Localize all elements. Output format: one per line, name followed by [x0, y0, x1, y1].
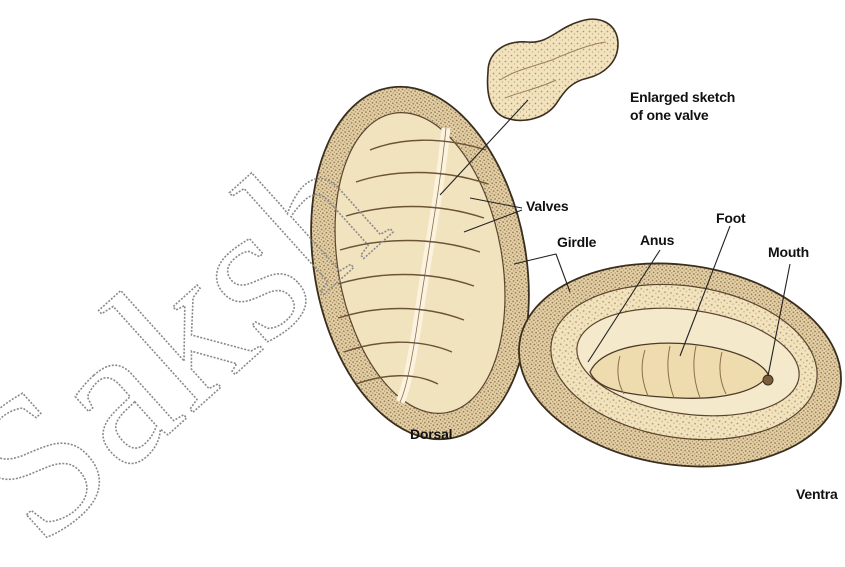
- watermark-text: Saksh: [0, 99, 425, 562]
